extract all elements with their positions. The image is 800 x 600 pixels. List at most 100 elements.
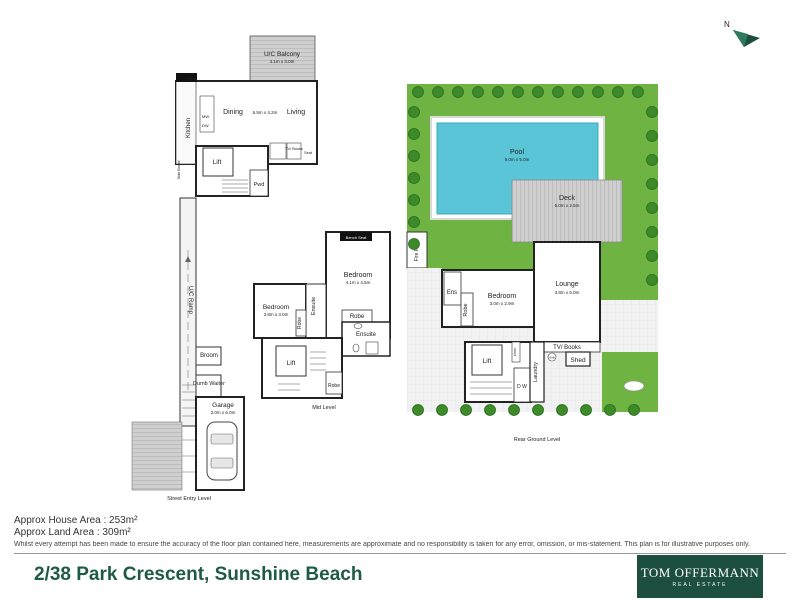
- kitchen-label: Kitchen: [186, 118, 192, 138]
- rear-robe-label: Robe: [463, 303, 469, 316]
- shrub-icon: [408, 172, 420, 184]
- rear-robe: [460, 292, 474, 327]
- pool-dims: 9.0m x 5.0m: [505, 157, 530, 162]
- shrub-icon: [460, 404, 472, 416]
- laundry: [529, 341, 545, 403]
- floor-plan: N U/C Balcony 4.1m x 3.0m Seat Kitchen M…: [131, 20, 760, 502]
- shrub-icon: [408, 238, 420, 250]
- shower-icon: [365, 341, 379, 355]
- shrub-icon: [646, 226, 658, 238]
- shrub-icon: [508, 404, 520, 416]
- rear-bed-label: Bedroom: [488, 293, 517, 300]
- tv-books-label: TV/ Books: [285, 147, 303, 151]
- rear-lift: [471, 344, 503, 376]
- street-level-label: Street Entry Level: [167, 496, 211, 502]
- divider: [14, 553, 786, 554]
- seat-label: Seat: [188, 76, 197, 81]
- side-paving: [600, 300, 658, 352]
- broom-cupboard: [195, 346, 222, 366]
- disclaimer: Whilst every attempt has been made to en…: [14, 541, 750, 548]
- rear-tv-books-label: TV/ Books: [553, 345, 581, 351]
- lift-shaft: [202, 147, 234, 177]
- garden-shrubs: [408, 86, 658, 416]
- powder-room: [249, 169, 269, 197]
- ens-label: Ens: [447, 290, 457, 296]
- side-board-label: Side Board: [177, 161, 181, 180]
- car-icon: [206, 421, 238, 481]
- shrub-icon: [472, 86, 484, 98]
- mid-robe-small: [325, 371, 343, 395]
- mid-stairs-icon: [278, 351, 326, 391]
- toilet-icon: [352, 343, 360, 353]
- shrub-icon: [512, 86, 524, 98]
- shrub-icon: [408, 216, 420, 228]
- logo-tagline: REAL ESTATE: [672, 582, 728, 588]
- arrow-up-icon: [185, 256, 191, 262]
- entry-deck: [131, 421, 183, 491]
- rear-ensuite: [443, 271, 462, 306]
- linen: [511, 341, 521, 363]
- sink-icon: [547, 352, 557, 362]
- shrub-icon: [408, 150, 420, 162]
- shrub-icon: [646, 202, 658, 214]
- shrub-icon: [552, 86, 564, 98]
- shed-label: Shed: [570, 357, 586, 364]
- shrub-icon: [412, 404, 424, 416]
- shrub-icon: [646, 274, 658, 286]
- rear-stairs-icon: [470, 381, 512, 395]
- mid-lift: [275, 345, 307, 377]
- shrub-icon: [646, 130, 658, 142]
- deck-label: Deck: [559, 195, 575, 202]
- dumb-waiter-label: Dumb Waiter: [193, 381, 225, 387]
- pwd-label: Pwd: [254, 182, 265, 188]
- shrub-icon: [628, 404, 640, 416]
- side-path: [407, 268, 442, 412]
- street-entry-level: U/C Balcony 4.1m x 3.0m Seat Kitchen MW …: [131, 35, 318, 502]
- ramp-label: U/C Ramp: [187, 286, 193, 315]
- shrub-icon: [408, 128, 420, 140]
- deck-dims: 6.0m x 2.5m: [555, 203, 580, 208]
- deck: [511, 179, 623, 243]
- outdoor-tub-icon: [623, 380, 645, 392]
- balcony-dims: 4.1m x 3.0m: [270, 59, 295, 64]
- linen-label: Linen: [513, 348, 517, 357]
- mid-level-label: Mid Level: [312, 405, 336, 411]
- shrub-icon: [604, 404, 616, 416]
- mid-robe-small-label: Robe: [328, 383, 340, 389]
- mw-label: MW: [202, 114, 209, 119]
- shrub-icon: [408, 106, 420, 118]
- robe-2-label: Robe: [350, 314, 365, 320]
- garage-dims: 3.0m x 6.0m: [211, 410, 236, 415]
- seat-unit: [269, 142, 287, 160]
- pool-label: Pool: [510, 149, 524, 156]
- shrub-icon: [408, 194, 420, 206]
- mid-bed2-dims: 4.1m x 4.5m: [346, 280, 371, 285]
- north-arrow-icon: N: [724, 20, 760, 47]
- bench-seat: [340, 232, 372, 241]
- entry-stairs-icon: [182, 384, 196, 473]
- shed: [565, 351, 591, 367]
- shrub-icon: [646, 178, 658, 190]
- shrub-icon: [612, 86, 624, 98]
- shrub-icon: [646, 250, 658, 262]
- shrub-icon: [646, 154, 658, 166]
- compass-letter: N: [724, 20, 730, 29]
- stairs-icon: [222, 179, 248, 193]
- shrub-icon: [592, 86, 604, 98]
- shrub-icon: [432, 86, 444, 98]
- property-address: 2/38 Park Crescent, Sunshine Beach: [34, 564, 363, 585]
- balcony-label: U/C Balcony: [264, 51, 301, 58]
- island-bench: [199, 95, 215, 133]
- tv-books-unit: [286, 142, 302, 160]
- basin-icon: [353, 323, 363, 329]
- shrub-icon: [556, 404, 568, 416]
- broom-label: Broom: [200, 353, 218, 359]
- lounge-label: Lounge: [555, 281, 578, 288]
- mid-lift-label: Lift: [287, 360, 296, 367]
- bench-seat-label: Bench Seat: [346, 235, 368, 240]
- shrub-icon: [572, 86, 584, 98]
- shrub-icon: [436, 404, 448, 416]
- mid-bed2-label: Bedroom: [344, 272, 373, 279]
- rear-level-label: Rear Ground Level: [514, 437, 560, 443]
- sink-label: Sink: [549, 356, 555, 360]
